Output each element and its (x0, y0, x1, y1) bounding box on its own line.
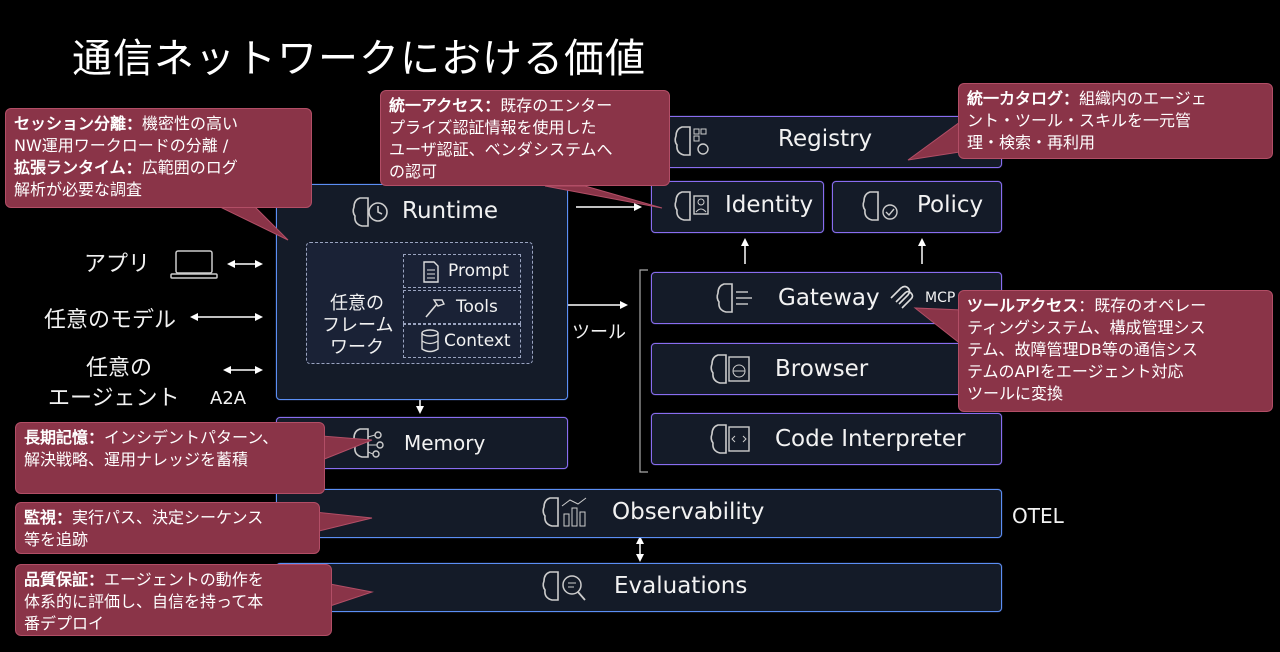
access-text-2: プライズ認証情報を使用した (389, 118, 597, 137)
tool-connector-label: ツール (572, 322, 626, 343)
quality-text-1: エージェントの動作を (104, 570, 264, 589)
agent-label-line2: エージェント (48, 386, 180, 411)
catalog-text-2: ント・ツール・スキルを一元管 (967, 111, 1192, 130)
gateway-brain-icon (714, 280, 758, 320)
quality-text-2: 体系的に評価し、自信を持って本 (24, 592, 264, 611)
registry-brain-icon (672, 123, 712, 163)
access-heading: 統一アクセス： (389, 96, 501, 115)
session-heading-1: セッション分離： (14, 114, 143, 133)
catalog-text-3: 理・検索・再利用 (967, 133, 1096, 152)
tool-text-1: ：既存のオペレー (1078, 296, 1207, 315)
monitor-text-1: 実行パス、決定シーケンス (72, 508, 264, 527)
session-text-4: 解析が必要な調査 (14, 180, 143, 199)
access-callout: 統一アクセス：既存のエンター プライズ認証情報を使用した ユーザ認証、ベンダシス… (380, 90, 670, 186)
context-label: Context (444, 331, 511, 351)
catalog-text-1: 組織内のエージェ (1079, 89, 1207, 108)
identity-box[interactable] (651, 181, 824, 233)
identity-brain-icon (672, 188, 712, 228)
policy-brain-icon (860, 188, 900, 228)
otel-label: OTEL (1012, 504, 1064, 528)
policy-box[interactable] (832, 181, 1002, 233)
framework-panel (306, 242, 533, 364)
agent-label-line1: 任意の (86, 356, 153, 381)
observability-brain-icon (540, 494, 590, 536)
session-callout: セッション分離：機密性の高い NW運用ワークロードの分離 / 拡張ランタイム：広… (5, 108, 312, 208)
mcp-icon (887, 284, 915, 316)
registry-label: Registry (778, 126, 873, 152)
browser-label: Browser (775, 356, 869, 382)
monitor-text-2: 等を追跡 (24, 530, 89, 549)
observability-box[interactable] (276, 489, 1002, 538)
memory-heading: 長期記憶： (24, 428, 105, 447)
model-label: 任意のモデル (44, 308, 177, 333)
tool-callout: ツールアクセス：既存のオペレー ティングシステム、構成管理シス テム、故障管理D… (958, 290, 1273, 412)
context-cell[interactable]: Context (403, 324, 521, 358)
tool-text-2: ティングシステム、構成管理シス (967, 318, 1206, 337)
session-heading-2: 拡張ランタイム： (14, 158, 142, 177)
monitor-callout: 監視：実行パス、決定シーケンス 等を追跡 (15, 502, 320, 554)
access-text-4: の認可 (389, 162, 438, 181)
browser-box[interactable] (651, 343, 1002, 395)
code-interpreter-label: Code Interpreter (775, 426, 966, 452)
mcp-label: MCP (925, 290, 956, 306)
document-icon (422, 261, 440, 288)
laptop-icon (170, 250, 218, 284)
page-title: 通信ネットワークにおける価値 (72, 36, 646, 82)
identity-label: Identity (725, 192, 814, 218)
tool-text-3: テム、故障管理DB等の通信シス (967, 340, 1198, 359)
prompt-label: Prompt (448, 261, 509, 281)
session-text-2: NW運用ワークロードの分離 / (14, 136, 229, 155)
memory-label: Memory (404, 431, 486, 455)
tool-text-4: テムのAPIをエージェント対応 (967, 362, 1184, 381)
framework-label-3: ワーク (330, 337, 384, 358)
code-interpreter-box[interactable] (651, 413, 1002, 465)
code-brain-icon (708, 421, 752, 461)
browser-brain-icon (708, 351, 752, 391)
observability-label: Observability (612, 499, 765, 525)
catalog-heading: 統一カタログ： (967, 89, 1080, 108)
framework-label-1: 任意の (330, 293, 384, 314)
session-text-1: 機密性の高い (142, 114, 239, 133)
policy-label: Policy (917, 192, 984, 218)
monitor-heading: 監視： (24, 508, 73, 527)
evaluations-brain-icon (540, 568, 590, 610)
runtime-label: Runtime (402, 198, 499, 224)
access-text-3: ユーザ認証、ベンダシステムへ (389, 140, 613, 159)
tools-label: Tools (456, 297, 498, 317)
gateway-label: Gateway (778, 285, 880, 311)
app-label: アプリ (84, 252, 151, 277)
tool-heading: ツールアクセス (967, 296, 1079, 315)
quality-text-3: 番デプロイ (24, 614, 105, 633)
framework-label-2: フレーム (322, 315, 394, 336)
tool-text-5: ツールに変換 (967, 384, 1064, 403)
hammer-icon (422, 296, 446, 325)
catalog-callout: 統一カタログ：組織内のエージェ ント・ツール・スキルを一元管 理・検索・再利用 (958, 83, 1273, 159)
database-icon (420, 329, 440, 358)
runtime-brain-icon (350, 194, 390, 234)
memory-text-1: インシデントパターン、 (104, 428, 279, 447)
session-text-3: 広範囲のログ (141, 158, 238, 177)
a2a-label: A2A (210, 388, 247, 409)
prompt-cell[interactable]: Prompt (403, 254, 521, 288)
memory-text-2: 解決戦略、運用ナレッジを蓄積 (24, 450, 249, 469)
access-text-1: 既存のエンター (500, 96, 613, 115)
evaluations-box[interactable] (276, 563, 1002, 612)
memory-brain-icon (350, 425, 388, 465)
memory-callout: 長期記憶：インシデントパターン、 解決戦略、運用ナレッジを蓄積 (15, 422, 325, 494)
tools-bracket (639, 269, 648, 473)
quality-heading: 品質保証： (24, 570, 105, 589)
tools-cell[interactable]: Tools (403, 290, 521, 324)
quality-callout: 品質保証：エージェントの動作を 体系的に評価し、自信を持って本 番デプロイ (15, 564, 332, 636)
evaluations-label: Evaluations (614, 573, 748, 599)
